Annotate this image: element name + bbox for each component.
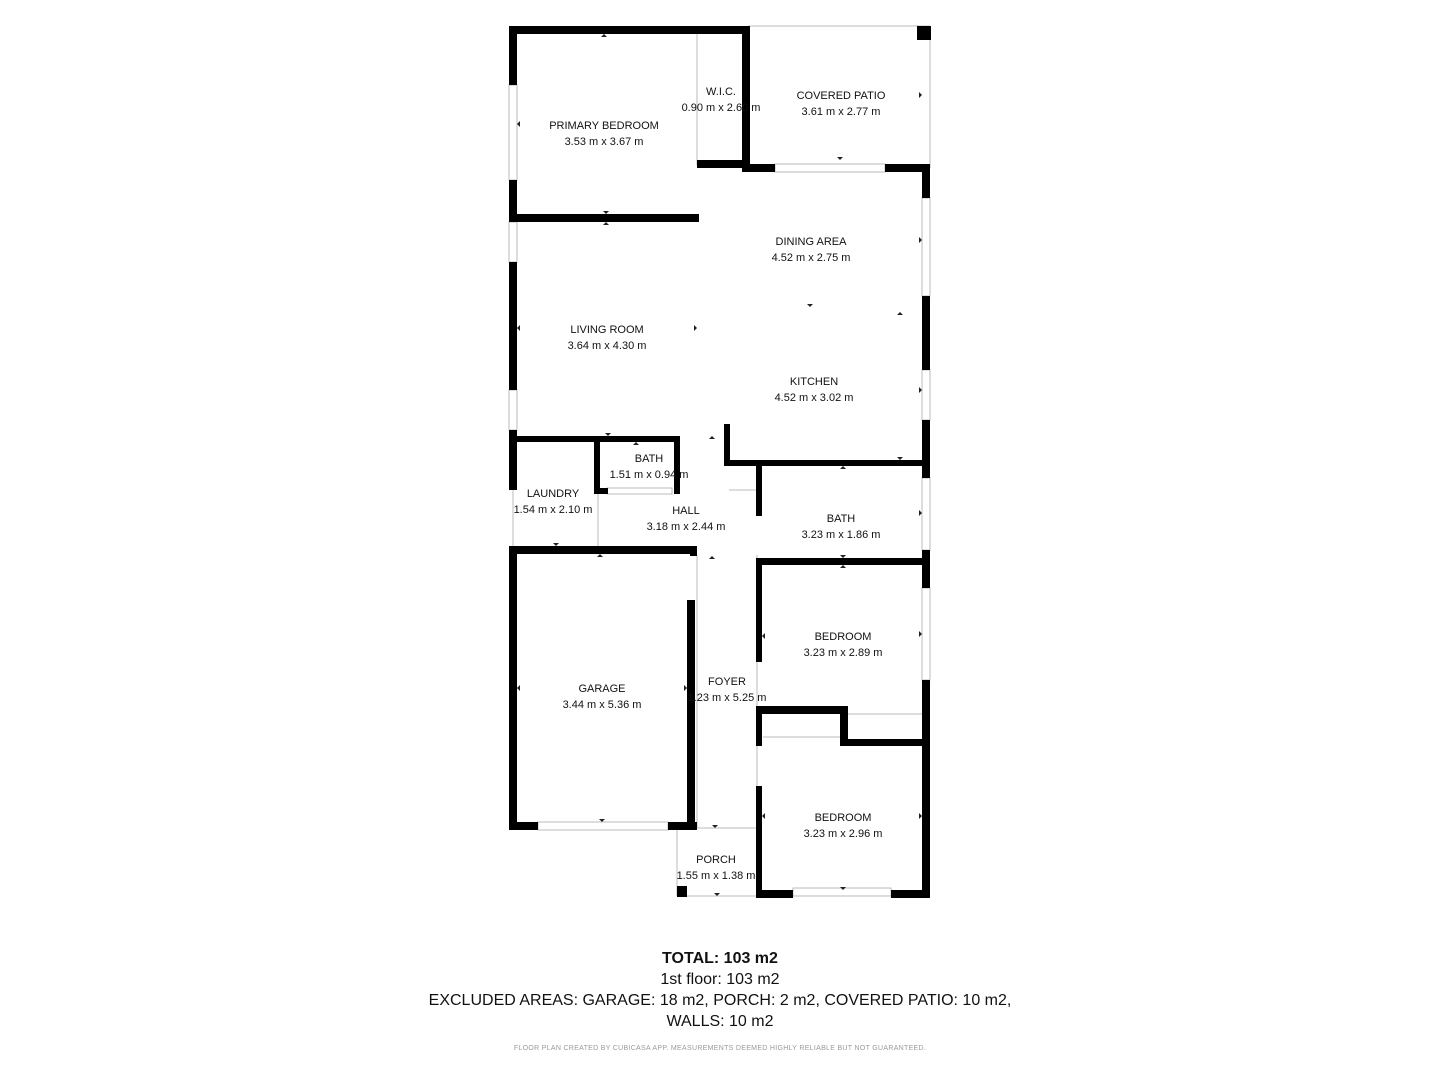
room-dimensions: 3.53 m x 3.67 m — [564, 136, 644, 148]
room-name: PORCH — [696, 854, 736, 866]
thin-outlines — [512, 25, 931, 897]
room-dimensions: 3.18 m x 2.44 m — [646, 521, 726, 533]
room-dimensions: 4.52 m x 3.02 m — [774, 392, 854, 404]
room-dimensions: 3.23 m x 2.89 m — [803, 647, 883, 659]
walls — [509, 26, 931, 898]
room-name: HALL — [672, 505, 700, 517]
room-name: KITCHEN — [789, 376, 839, 388]
room-label-laundry: LAUNDRY 1.54 m x 2.10 m — [514, 486, 593, 518]
room-label-wic: W.I.C. 0.90 m x 2.60 m — [682, 84, 761, 116]
room-name: PRIMARY BEDROOM — [549, 120, 659, 132]
room-dimensions: 1.23 m x 5.25 m — [687, 692, 767, 704]
room-dimensions: 3.44 m x 5.36 m — [562, 699, 642, 711]
room-dimensions: 3.64 m x 4.30 m — [567, 340, 647, 352]
credit-note: FLOOR PLAN CREATED BY CUBICASA APP. MEAS… — [513, 1045, 927, 1052]
room-label-hall: HALL 3.18 m x 2.44 m — [647, 503, 726, 535]
room-label-bath-small: BATH 1.51 m x 0.94 m — [610, 451, 689, 483]
room-label-covered-patio: COVERED PATIO 3.61 m x 2.77 m — [797, 88, 886, 120]
room-label-porch: PORCH 1.55 m x 1.38 m — [677, 852, 756, 884]
floor-area: 1st floor: 103 m2 — [660, 971, 780, 988]
room-dimensions: 3.23 m x 1.86 m — [801, 529, 881, 541]
room-name: BEDROOM — [814, 812, 872, 824]
room-label-kitchen: KITCHEN 4.52 m x 3.02 m — [775, 374, 854, 406]
room-label-dining-area: DINING AREA 4.52 m x 2.75 m — [772, 234, 851, 266]
room-label-living-room: LIVING ROOM 3.64 m x 4.30 m — [568, 322, 647, 354]
room-label-bedroom-2: BEDROOM 3.23 m x 2.96 m — [804, 810, 883, 842]
room-name: BATH — [826, 513, 856, 525]
room-dimensions: 1.51 m x 0.94 m — [609, 469, 689, 481]
room-label-primary-bedroom: PRIMARY BEDROOM 3.53 m x 3.67 m — [549, 118, 659, 150]
room-dimensions: 1.55 m x 1.38 m — [676, 870, 756, 882]
room-dimensions: 1.54 m x 2.10 m — [513, 504, 593, 516]
room-name: GARAGE — [578, 683, 626, 695]
room-name: DINING AREA — [775, 236, 847, 248]
room-label-bath-large: BATH 3.23 m x 1.86 m — [802, 511, 881, 543]
total-area: TOTAL: 103 m2 — [662, 950, 778, 967]
room-name: BEDROOM — [814, 631, 872, 643]
room-label-garage: GARAGE 3.44 m x 5.36 m — [563, 681, 642, 713]
room-label-foyer: FOYER 1.23 m x 5.25 m — [688, 674, 767, 706]
room-name: LIVING ROOM — [570, 324, 644, 336]
room-name: BATH — [634, 453, 664, 465]
room-name: FOYER — [708, 676, 746, 688]
room-dimensions: 4.52 m x 2.75 m — [771, 252, 851, 264]
excluded-areas: EXCLUDED AREAS: GARAGE: 18 m2, PORCH: 2 … — [428, 992, 1012, 1009]
room-dimensions: 3.23 m x 2.96 m — [803, 828, 883, 840]
floor-plan: PRIMARY BEDROOM 3.53 m x 3.67 m W.I.C. 0… — [508, 25, 931, 898]
room-name: COVERED PATIO — [796, 90, 886, 102]
room-dimensions: 3.61 m x 2.77 m — [801, 106, 881, 118]
room-name: LAUNDRY — [526, 488, 580, 500]
measure-ticks — [517, 34, 922, 896]
room-dimensions: 0.90 m x 2.60 m — [681, 102, 761, 114]
area-summary: TOTAL: 103 m2 1st floor: 103 m2 EXCLUDED… — [0, 948, 1440, 1032]
room-name: W.I.C. — [706, 86, 736, 98]
room-label-bedroom-1: BEDROOM 3.23 m x 2.89 m — [804, 629, 883, 661]
floor-plan-drawing — [508, 25, 931, 898]
excluded-areas-walls: WALLS: 10 m2 — [666, 1013, 774, 1030]
